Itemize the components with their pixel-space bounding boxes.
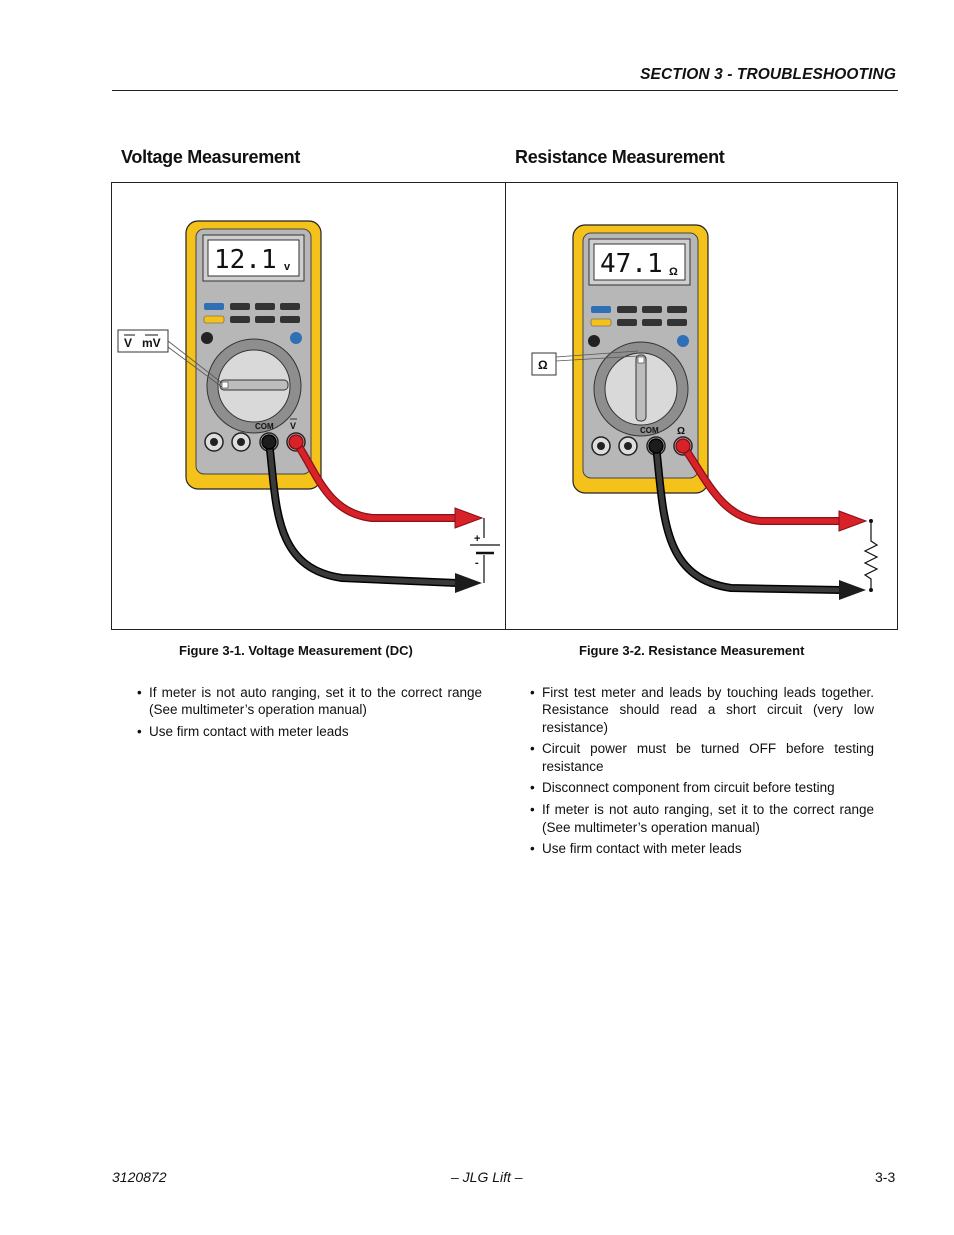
jack-com-label: COM <box>255 422 274 431</box>
dial-callout <box>531 352 557 376</box>
black-test-lead <box>266 439 460 586</box>
red-plug <box>288 434 304 450</box>
hold-button[interactable] <box>201 332 213 344</box>
yellow-button[interactable] <box>203 315 225 324</box>
red-probe-tip <box>454 507 484 529</box>
red-test-lead <box>293 439 460 521</box>
range-button[interactable] <box>290 332 302 344</box>
list-item: First test meter and leads by touching l… <box>530 684 874 736</box>
battery-minus: - <box>475 557 479 569</box>
voltage-bullet-list: If meter is not auto ranging, set it to … <box>137 684 482 745</box>
display-screen <box>593 243 686 281</box>
callout-ohm-label: Ω <box>538 358 548 372</box>
display-value: 12.1 <box>214 245 277 275</box>
battery-plus: + <box>474 533 480 545</box>
callout-leader <box>555 350 639 358</box>
jack-com-label: COM <box>640 426 659 435</box>
page-header: SECTION 3 - TROUBLESHOOTING <box>112 64 898 91</box>
range-button[interactable] <box>677 335 689 347</box>
figure-divider <box>505 183 506 629</box>
jack-hole <box>210 438 218 446</box>
jack-ohm-label: Ω <box>677 426 685 437</box>
figure-3-2-caption: Figure 3-2. Resistance Measurement <box>579 643 805 658</box>
red-probe-tip <box>838 510 868 532</box>
function-button[interactable] <box>230 316 250 323</box>
function-button[interactable] <box>617 306 637 313</box>
function-button[interactable] <box>280 303 300 310</box>
function-button[interactable] <box>667 306 687 313</box>
function-button[interactable] <box>642 306 662 313</box>
footer-doc-number: 3120872 <box>112 1169 167 1185</box>
black-probe-tip <box>839 580 866 600</box>
function-button[interactable] <box>255 303 275 310</box>
list-item: Disconnect component from circuit before… <box>530 779 874 797</box>
yellow-button[interactable] <box>590 318 612 327</box>
display-screen <box>207 239 300 277</box>
display-unit: v <box>284 261 291 273</box>
jack-hole <box>597 442 605 450</box>
blue-button[interactable] <box>204 303 224 310</box>
list-item: Use firm contact with meter leads <box>137 723 482 741</box>
display-value: 47.1 <box>600 249 663 279</box>
function-button[interactable] <box>280 316 300 323</box>
resistor-symbol <box>863 521 879 590</box>
callout-leader <box>167 340 223 384</box>
callout-leader <box>555 355 639 362</box>
jack-hole <box>237 438 245 446</box>
list-item: Circuit power must be turned OFF before … <box>530 740 874 775</box>
callout-mv-label: mV <box>142 336 161 350</box>
black-plug <box>648 438 664 454</box>
resistance-heading: Resistance Measurement <box>515 147 725 167</box>
section-title: SECTION 3 - TROUBLESHOOTING <box>640 66 896 83</box>
footer-center: – JLG Lift – <box>451 1169 523 1185</box>
footer-page-number: 3-3 <box>875 1169 896 1185</box>
list-item: If meter is not auto ranging, set it to … <box>137 684 482 719</box>
function-button[interactable] <box>667 319 687 326</box>
function-button[interactable] <box>255 316 275 323</box>
dial-pointer-tip <box>637 356 645 364</box>
resistor-terminal <box>869 588 873 592</box>
jack-hole <box>624 442 632 450</box>
red-test-lead <box>680 443 844 524</box>
resistance-figure: 47.1 Ω Ω COM Ω <box>531 224 879 600</box>
function-button[interactable] <box>230 303 250 310</box>
red-plug <box>675 438 691 454</box>
list-item: If meter is not auto ranging, set it to … <box>530 801 874 836</box>
dial-pointer <box>219 379 289 391</box>
function-button[interactable] <box>617 319 637 326</box>
resistance-bullet-list: First test meter and leads by touching l… <box>530 684 874 862</box>
callout-v-label: V <box>124 336 132 350</box>
callout-leader <box>167 346 223 388</box>
jack-v-label: V <box>290 421 296 431</box>
black-plug <box>261 434 277 450</box>
function-button[interactable] <box>642 319 662 326</box>
hold-button[interactable] <box>588 335 600 347</box>
figure-3-1-caption: Figure 3-1. Voltage Measurement (DC) <box>179 643 413 658</box>
resistor-terminal <box>869 519 873 523</box>
dial-pointer <box>635 354 647 422</box>
dial-pointer-tip <box>221 381 229 389</box>
black-probe-tip <box>455 573 482 593</box>
figure-box: 12.1 v V mV COM V <box>111 182 898 630</box>
voltage-heading: Voltage Measurement <box>121 147 301 167</box>
black-test-lead <box>653 443 844 593</box>
list-item: Use firm contact with meter leads <box>530 840 874 858</box>
display-unit: Ω <box>669 266 678 278</box>
voltage-figure: 12.1 v V mV COM V <box>117 220 500 593</box>
blue-button[interactable] <box>591 306 611 313</box>
